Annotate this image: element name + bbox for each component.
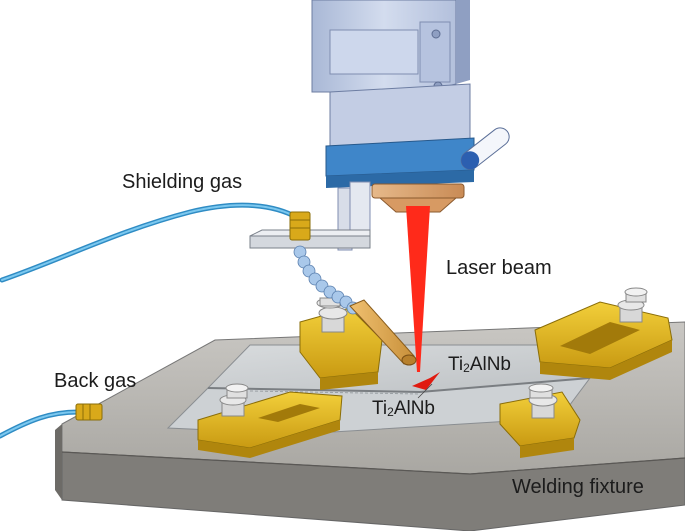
clamp-bottom-right [499,383,581,458]
gas-torch [349,299,417,366]
back-gas-fitting [75,403,103,421]
laser-head [311,0,510,251]
shielding-gas-bracket [249,211,371,249]
fixture-left-face [55,424,62,500]
shielding-gas-label: Shielding gas [122,171,243,193]
ti-plate-top-label: Ti2AlNb [448,354,511,375]
ti-plate-bottom-label: Ti2AlNb [372,398,435,419]
back-gas-label: Back gas [54,370,137,392]
back-gas-hose [0,403,103,439]
clamp-bottom-left [197,383,343,458]
welding-fixture-label: Welding fixture [512,476,644,498]
shielding-gas-hose [0,202,301,283]
laser-beam-label: Laser beam [446,257,552,279]
clamp-top-left [299,297,383,390]
laser-spot [412,372,440,390]
clamp-top-right [534,287,673,380]
laser-beam [406,206,430,372]
laser-nozzle [371,183,465,213]
weld-seam [207,377,591,394]
